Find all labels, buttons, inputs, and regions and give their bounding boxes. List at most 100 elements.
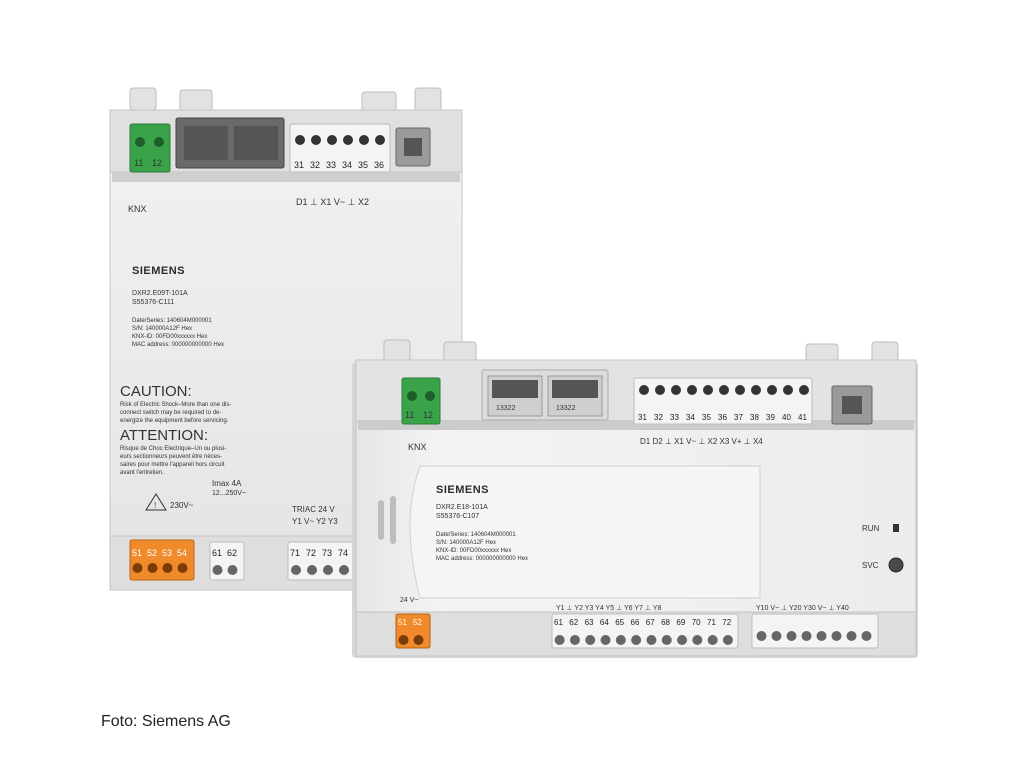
terminal-number: 73 [322, 548, 332, 558]
terminal-screw [375, 135, 385, 145]
terminal-screw [343, 135, 353, 145]
terminal-screw [291, 565, 301, 575]
terminal-number: 33 [670, 413, 679, 422]
terminal-screw [846, 631, 857, 641]
terminal-screw [147, 563, 158, 573]
terminal-screw [655, 385, 665, 395]
brand-logo-front: SIEMENS [436, 484, 489, 496]
terminal-screw [801, 631, 812, 641]
terminal-number: 54 [177, 548, 187, 558]
terminal-number: 63 [585, 618, 594, 627]
terminal-screw [569, 635, 580, 645]
terminal-number: 41 [798, 413, 807, 422]
warning-icon: ! [145, 493, 167, 511]
terminal-screw [554, 635, 565, 645]
terminal-screw [615, 635, 626, 645]
attention-line-2: eurs sectionneurs peuvent être néces- [120, 454, 222, 460]
terminal-screw [177, 563, 188, 573]
knx-terminal: 11 12 [129, 123, 171, 173]
article-front: S55376-C107 [436, 513, 479, 520]
vent-slots-top [112, 172, 460, 182]
attention-line-1: Risque de Choc Electrique–Un ou plusi- [120, 446, 226, 452]
usb-port [395, 127, 431, 167]
eth-label-2: 13322 [556, 405, 576, 412]
terminal-screw [339, 565, 349, 575]
terminal-screw [771, 631, 782, 641]
attention-line-4: avant l'entretien. [120, 470, 164, 476]
terminal-number: 31 [294, 160, 304, 170]
power-terminal-front: 51 52 [395, 613, 431, 649]
terminal-number: 52 [413, 618, 422, 627]
terminal-screw [756, 631, 767, 641]
terminal-number: 52 [147, 548, 157, 558]
terminal-number: 34 [686, 413, 695, 422]
terminal-number: 51 [398, 618, 407, 627]
serial-front: S/N: 140000A12F Hex [436, 540, 496, 546]
terminal-number: 51 [132, 548, 142, 558]
terminal-number: 67 [646, 618, 655, 627]
terminal-screw [600, 635, 611, 645]
terminal-number: 66 [631, 618, 640, 627]
terminal-number: 74 [338, 548, 348, 558]
eth-label-1: 13322 [496, 405, 516, 412]
terminal-screw [359, 135, 369, 145]
attention-line-3: saires pour mettre l'appareil hors circu… [120, 462, 225, 468]
terminal-screw [831, 631, 842, 641]
terminal-number: 40 [782, 413, 791, 422]
terminal-number: 72 [306, 548, 316, 558]
terminal-screw [162, 563, 173, 573]
usb-port-front [831, 385, 873, 425]
terminal-screw [677, 635, 688, 645]
terminal-screw [671, 385, 681, 395]
terminal-number: 71 [290, 548, 300, 558]
terminal-screw [703, 385, 713, 395]
terminal-number: 32 [310, 160, 320, 170]
terminal-screw [735, 385, 745, 395]
run-led [893, 524, 899, 532]
ethernet-ports-front: 13322 13322 [481, 369, 609, 421]
terminal-screw [861, 631, 872, 641]
vent-slots-side [378, 496, 396, 544]
terminal-number: 34 [342, 160, 352, 170]
svc-button[interactable] [888, 557, 904, 573]
terminal-screw [639, 385, 649, 395]
terminal-screw [323, 565, 333, 575]
terminal-screw [751, 385, 761, 395]
terminal-number: 35 [702, 413, 711, 422]
terminal-screw [327, 135, 337, 145]
terminal-screw [692, 635, 703, 645]
caution-title: CAUTION: [120, 383, 192, 400]
terminal-number: 37 [734, 413, 743, 422]
terminal-screw [398, 635, 409, 645]
terminal-number: 65 [615, 618, 624, 627]
knx-id-front: KNX-ID: 00FD00xxxxxx Hex [436, 548, 511, 554]
terminal-screw [646, 635, 657, 645]
knx-label: KNX [128, 204, 147, 214]
terminal-number: 62 [227, 548, 237, 558]
knx-label-front: KNX [408, 442, 427, 452]
terminal-number: 53 [162, 548, 172, 558]
terminal-number: 64 [600, 618, 609, 627]
knx-terminal-12: 12 [152, 158, 162, 168]
power-label-front: 24 V~ [400, 597, 419, 604]
terminal-number: 36 [374, 160, 384, 170]
terminal-screw [212, 565, 223, 575]
output-labels-2: Y10 V~ ⊥ Y20 Y30 V~ ⊥ Y40 [756, 605, 849, 612]
terminal-number: 68 [661, 618, 670, 627]
model-back: DXR2.E09T-101A [132, 290, 188, 297]
terminal-number: 61 [554, 618, 563, 627]
terminal-number: 70 [692, 618, 701, 627]
knx-front-12: 12 [423, 410, 433, 420]
photo-caption: Foto: Siemens AG [101, 713, 231, 730]
top-io-labels: D1 ⊥ X1 V~ ⊥ X2 [296, 197, 369, 207]
terminal-screw [311, 135, 321, 145]
triac-terminal: 71 72 73 74 [287, 541, 357, 581]
knx-front-11: 11 [405, 410, 414, 420]
svc-label: SVC [862, 561, 879, 570]
terminal-screw [816, 631, 827, 641]
terminal-screw [631, 635, 642, 645]
